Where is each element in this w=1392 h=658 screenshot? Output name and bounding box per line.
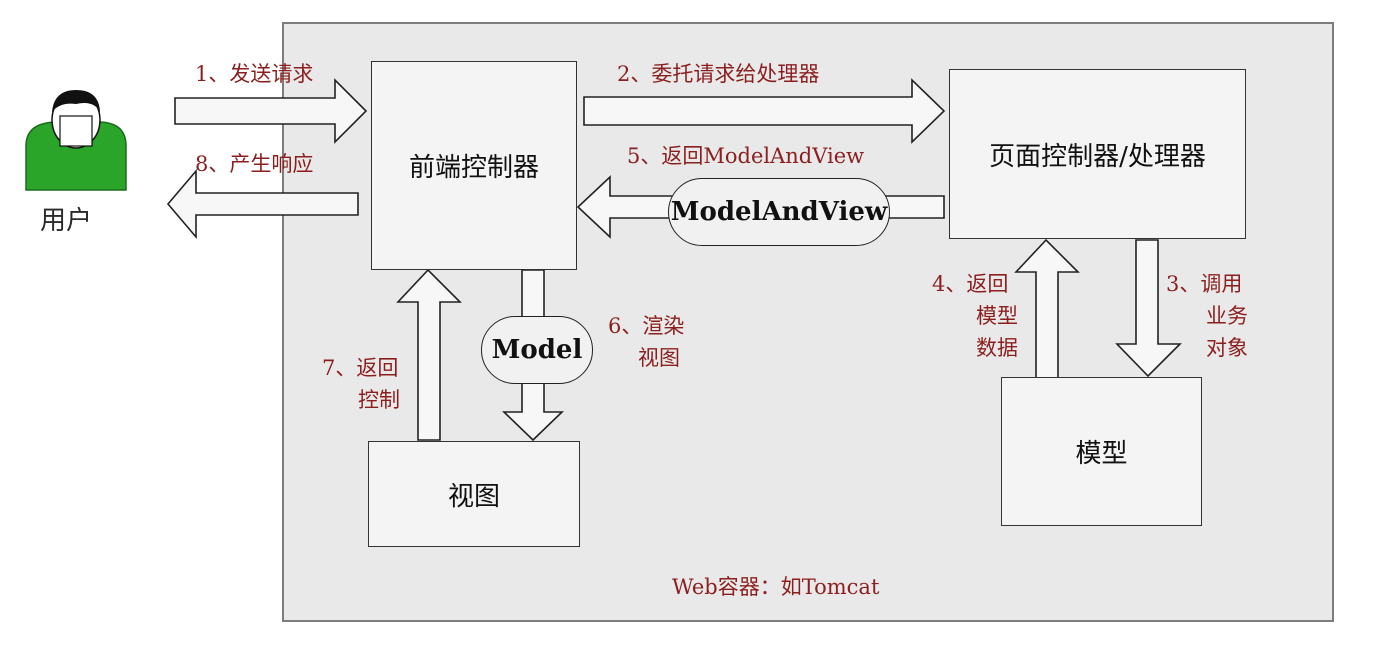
label-step3: 3、调用 业务 对象 xyxy=(1166,268,1248,364)
label-step4-line3: 数据 xyxy=(976,336,1018,360)
model-label: 模型 xyxy=(1075,439,1128,469)
page-controller-label: 页面控制器/处理器 xyxy=(989,141,1206,172)
label-step7-line2: 控制 xyxy=(358,388,400,412)
front-controller-box: 前端控制器 xyxy=(371,61,577,270)
page-controller-box: 页面控制器/处理器 xyxy=(949,69,1246,239)
label-step4-line1: 4、返回 xyxy=(932,272,1009,296)
user-label: 用户 xyxy=(40,206,93,236)
arrow-delegate xyxy=(583,78,946,144)
label-step5: 5、返回ModelAndView xyxy=(627,144,865,168)
label-step7: 7、返回 控制 xyxy=(322,352,400,416)
label-step6-line2: 视图 xyxy=(638,346,680,370)
arrow-send-request xyxy=(174,78,368,144)
view-box: 视图 xyxy=(368,441,580,547)
label-step3-line3: 对象 xyxy=(1206,336,1248,360)
container-caption: Web容器：如Tomcat xyxy=(672,575,880,599)
arrow-invoke-business xyxy=(1115,239,1182,378)
label-step7-line1: 7、返回 xyxy=(322,356,399,380)
label-step6: 6、渲染 视图 xyxy=(608,310,684,374)
modelandview-pill: ModelAndView xyxy=(668,178,890,246)
model-box: 模型 xyxy=(1001,377,1202,526)
front-controller-label: 前端控制器 xyxy=(408,153,539,183)
modelandview-pill-text: ModelAndView xyxy=(670,197,888,227)
label-step3-line1: 3、调用 xyxy=(1166,272,1243,296)
label-step3-line2: 业务 xyxy=(1206,304,1248,328)
label-step4: 4、返回 模型 数据 xyxy=(932,268,1018,364)
label-step6-line1: 6、渲染 xyxy=(608,314,685,338)
arrow-return-model-data xyxy=(1014,238,1080,379)
label-step2: 2、委托请求给处理器 xyxy=(617,62,820,86)
label-step8: 8、产生响应 xyxy=(195,152,314,176)
arrow-response xyxy=(166,168,359,240)
arrow-return-control xyxy=(396,268,462,441)
model-pill: Model xyxy=(481,316,593,384)
view-label: 视图 xyxy=(447,481,500,512)
label-step1: 1、发送请求 xyxy=(195,62,314,86)
model-pill-text: Model xyxy=(491,335,583,365)
user-icon xyxy=(25,90,127,191)
label-step4-line2: 模型 xyxy=(976,304,1018,328)
